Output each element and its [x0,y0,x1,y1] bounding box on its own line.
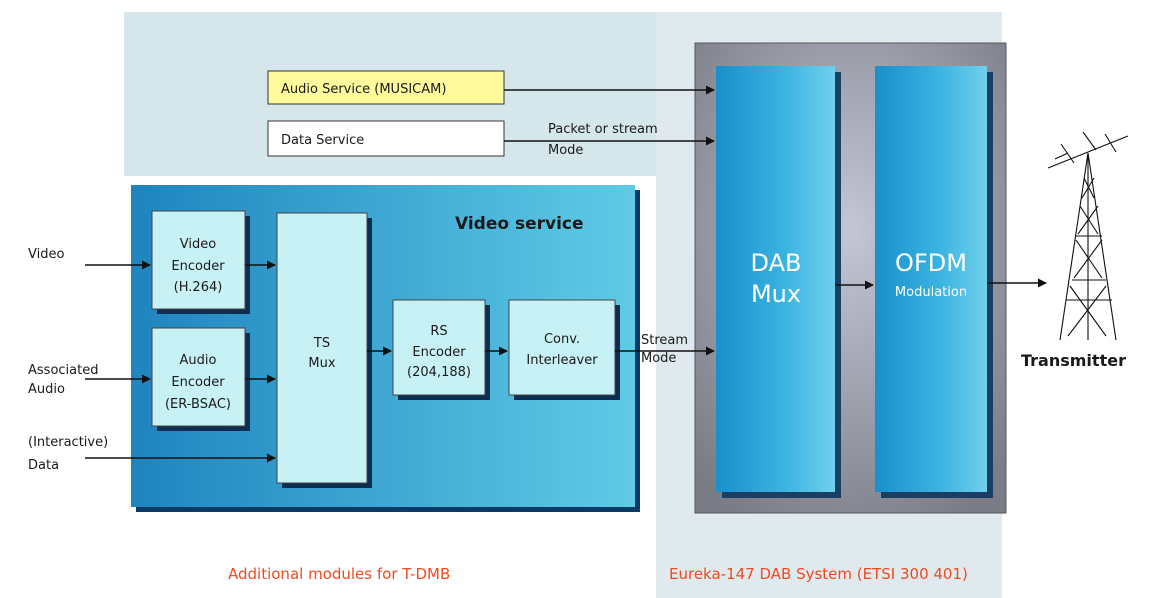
audio-encoder-label-1: Audio [180,353,217,368]
signal-arrows [85,85,1047,463]
video-encoder-label-2: Encoder [171,259,225,274]
tdmb-caption: Additional modules for T-DMB [228,565,450,583]
transmitter-icon [1047,131,1129,341]
audio-service-box [267,70,505,105]
ts-mux-label-1: TS [313,336,330,351]
video-encoder-label-3: (H.264) [174,280,223,295]
packet-mode-label-2: Mode [548,143,583,158]
conv-interleaver-block [508,299,616,396]
video-encoder-label-1: Video [180,237,216,252]
dab-mux-label-2: Mux [751,280,801,308]
ofdm-label: OFDM [895,249,967,277]
rs-encoder-block [392,299,486,396]
data-service-label: Data Service [281,133,364,148]
ts-mux-label-2: Mux [308,356,335,371]
stream-mode-label-1: Stream [641,333,688,348]
ofdm-column [875,66,987,492]
audio-encoder-label-2: Encoder [171,375,225,390]
conv-interleaver-label-2: Interleaver [526,353,598,368]
video-input-label: Video [28,247,64,262]
eureka-caption: Eureka-147 DAB System (ETSI 300 401) [669,565,968,583]
associated-audio-label-2: Audio [28,382,65,397]
video-service-title: Video service [455,214,584,234]
interactive-data-label-1: (Interactive) [28,435,108,450]
packet-mode-label-1: Packet or stream [548,122,658,137]
dab-mux-column [716,66,835,492]
rs-encoder-label-3: (204,188) [407,365,471,380]
audio-encoder-label-3: (ER-BSAC) [165,397,231,412]
associated-audio-label-1: Associated [28,363,98,378]
audio-service-label: Audio Service (MUSICAM) [281,82,446,97]
video-encoder-block [151,210,246,310]
transmitter-label: Transmitter [1021,351,1126,370]
rs-encoder-label-1: RS [430,324,447,339]
data-service-box [267,120,505,157]
interactive-data-label-2: Data [28,458,59,473]
ts-mux-block [276,212,368,484]
rs-encoder-label-2: Encoder [412,345,466,360]
modulation-label: Modulation [895,285,967,300]
conv-interleaver-label-1: Conv. [544,332,580,347]
dab-mux-label-1: DAB [751,249,802,277]
audio-encoder-block [151,327,246,427]
stream-mode-label-2: Mode [641,351,676,366]
